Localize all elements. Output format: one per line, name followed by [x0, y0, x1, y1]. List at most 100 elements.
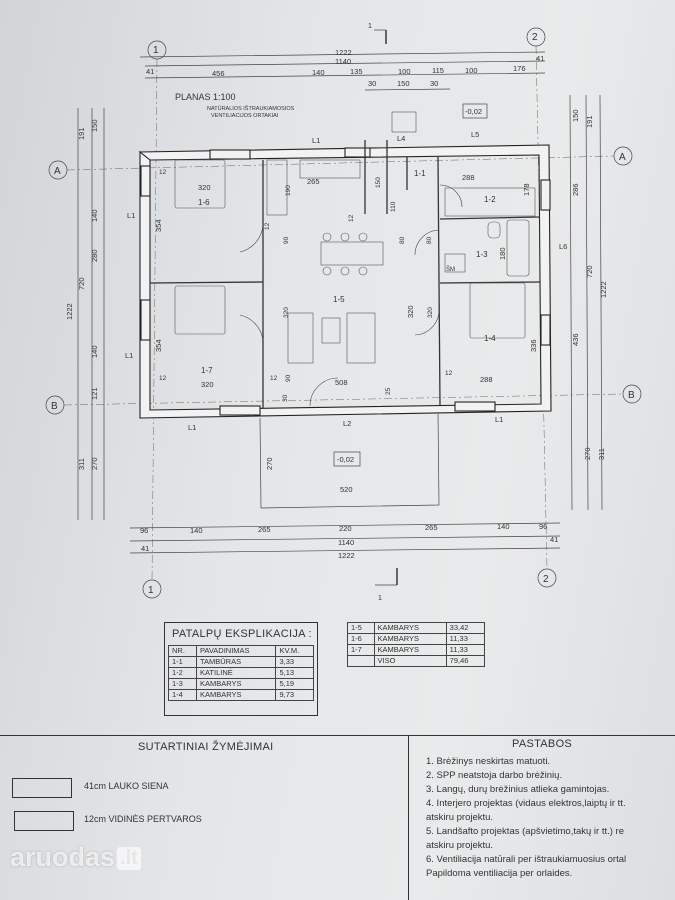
table-cell: 33,42 [445, 622, 486, 634]
dim-left-270: 270 [90, 457, 99, 470]
dim-top-total: 1222 [335, 48, 352, 57]
terrace-level-box [333, 451, 361, 467]
axis-marker-1-bottom [142, 579, 162, 599]
room-1-2-width: 288 [462, 173, 475, 182]
room-1-7-height: 354 [154, 339, 163, 352]
room-1-2-height: 178 [522, 183, 531, 196]
chair [340, 232, 350, 242]
table-cell: 1-7 [347, 644, 375, 656]
inner-dim: 110 [390, 201, 397, 212]
dim-top-100b: 100 [465, 66, 478, 75]
explication-table-2: 1-5 KAMBARYS 33,42 1-6 KAMBARYS 11,33 1-… [347, 622, 486, 667]
dim-bottom-41-left: 41 [141, 544, 149, 553]
dim-right-311: 311 [597, 448, 606, 460]
axis-label-a-left: A [54, 166, 61, 177]
axis-marker-b-right [622, 384, 642, 404]
chair [322, 266, 332, 276]
axis-label-a-right: A [619, 152, 626, 163]
dim-right-436: 436 [571, 333, 580, 346]
dim-bottom-96-right: 96 [539, 522, 547, 531]
dim-top-456: 456 [212, 69, 225, 78]
room-1-6-width: 320 [198, 183, 211, 192]
dim-bottom-265-right: 265 [425, 523, 438, 532]
dim-bottom-1222: 1222 [338, 551, 355, 560]
note-line: atskiru projektu. [426, 840, 494, 851]
door-swing-1-3 [414, 229, 440, 256]
table-cell: KAMBARYS [373, 622, 447, 634]
terrace-outline [259, 413, 440, 509]
dim-left-150: 150 [90, 119, 99, 132]
axis-label-2-top: 2 [532, 32, 538, 43]
room-1-4-width: 288 [480, 375, 493, 384]
bathtub [506, 219, 530, 277]
dim-top-140: 140 [312, 68, 325, 77]
table-cell: 11,33 [445, 644, 486, 656]
room-1-5-height: 320 [406, 305, 415, 318]
window-top-left [209, 149, 251, 160]
inner-dim: 90 [285, 374, 292, 382]
room-1-7-label: 1-7 [201, 366, 213, 375]
bed-1-4 [469, 282, 526, 339]
notes-title: PASTABOS [512, 738, 573, 750]
table-header: PAVADINIMAS [195, 645, 277, 657]
toilet [487, 221, 501, 239]
table-cell: TAMBŪRAS [195, 656, 277, 668]
table-cell: 3,33 [275, 656, 314, 668]
axis-marker-b-left [45, 395, 65, 415]
dim-top-41-left: 41 [146, 67, 154, 76]
wall-label-top: L1 [312, 136, 320, 145]
chair [358, 232, 368, 242]
dim-left-311: 311 [77, 458, 86, 470]
wall-label-terrace: L2 [343, 419, 351, 428]
table-header-row: NR. PAVADINIMAS KV.M. [168, 645, 314, 657]
inner-dim: 150 [375, 177, 382, 188]
wall-label-l4: L4 [397, 134, 405, 143]
table-row: 1-7 KAMBARYS 11,33 [347, 644, 486, 656]
entrance-level-box [462, 103, 488, 119]
window-top-mid [344, 147, 371, 158]
floor-plan-drawing: PLANAS 1:100 NATŪRALIOS IŠTRAUKIAMOSIOS … [45, 23, 642, 600]
dim-bottom-140-left: 140 [190, 526, 203, 535]
dim-top-150: 150 [397, 79, 410, 88]
room-1-7-width: 320 [201, 380, 214, 389]
watermark-suffix: .lt [117, 847, 141, 870]
table-cell: VISO [373, 655, 447, 667]
dim-left-121: 121 [90, 387, 99, 400]
dining-table [320, 241, 384, 266]
entrance-level: -0,02 [465, 107, 482, 116]
wall-label-bottom-left: L1 [188, 423, 196, 432]
sofa-right [346, 312, 376, 364]
note-line: 6. Ventiliacija natūrali per ištraukiamu… [426, 854, 627, 865]
table-cell: KATILINĖ [195, 667, 277, 679]
terrace-depth-left: 270 [265, 457, 274, 470]
chair [340, 266, 350, 276]
wall-label-l6: L6 [559, 242, 567, 251]
inner-dim: 12 [348, 214, 355, 222]
washing-machine [444, 253, 466, 273]
dim-right-270: 270 [583, 447, 592, 460]
window-right-lower [540, 314, 551, 346]
table-cell: KAMBARYS [373, 644, 447, 656]
table-row: VISO 79,46 [347, 655, 486, 667]
axis-label-b-left: B [51, 401, 58, 412]
window-right-upper [540, 179, 551, 211]
table-row: 1-2 KATILINĖ 5,13 [168, 667, 314, 679]
inner-dim: 320 [427, 307, 434, 318]
chair [322, 232, 332, 242]
axis-label-1-top: 1 [153, 45, 159, 56]
dim-right-150: 150 [571, 109, 580, 122]
dim-right-286: 286 [571, 183, 580, 196]
window-bottom-left [219, 405, 261, 416]
door-swing-1-7 [239, 314, 264, 341]
inner-dim: 30 [282, 394, 289, 402]
dim-right-191: 191 [585, 115, 594, 128]
inner-dim: 12 [264, 222, 271, 230]
table-row: 1-4 KAMBARYS 9,73 [168, 689, 314, 701]
dim-left-1222: 1222 [65, 303, 74, 320]
window-left-upper [140, 165, 151, 197]
inner-dim: 320 [283, 307, 290, 318]
table-cell: 9,73 [275, 689, 314, 701]
dim-top-176: 176 [513, 64, 526, 73]
table-cell: KAMBARYS [195, 689, 277, 701]
room-1-2-label: 1-2 [484, 195, 496, 204]
